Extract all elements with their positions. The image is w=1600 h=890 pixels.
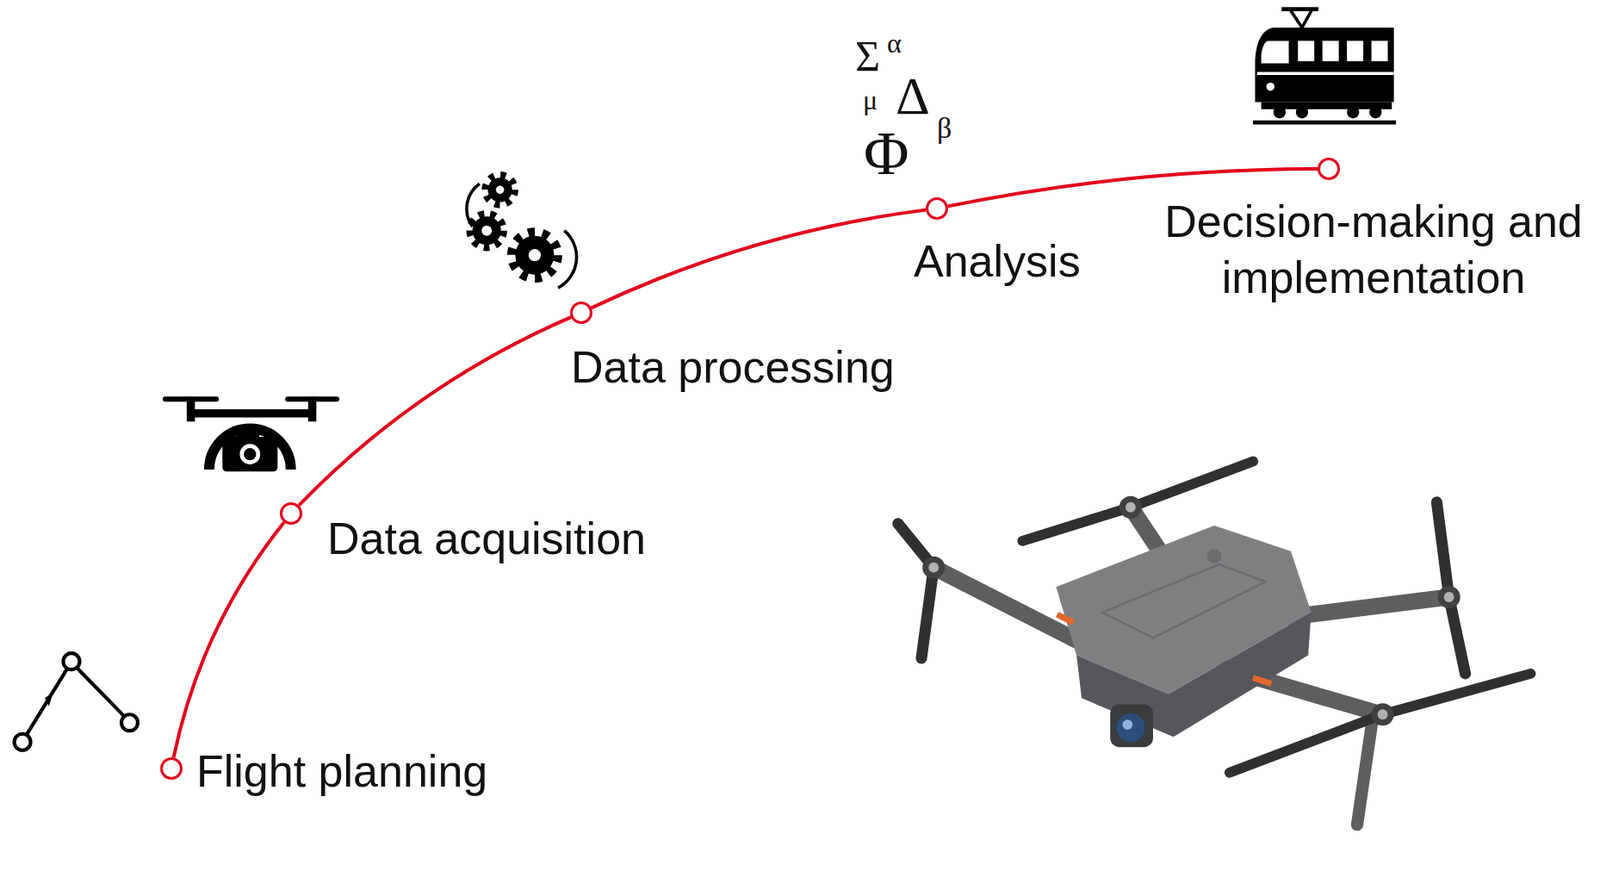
path-line	[76, 667, 125, 717]
path-arrowhead	[44, 691, 53, 707]
motion-arc	[558, 230, 577, 288]
gears-icon	[466, 175, 577, 288]
milestone-circle: Flight planning	[160, 756, 183, 780]
timeline-segment	[173, 521, 285, 757]
gear	[514, 235, 554, 275]
propeller-blade	[1022, 507, 1131, 541]
path-line	[26, 668, 68, 735]
power-button	[1207, 548, 1222, 564]
gear-teeth	[485, 175, 515, 205]
motion-arc	[466, 183, 480, 227]
lens-highlight	[1122, 719, 1133, 730]
pantograph	[1289, 9, 1303, 28]
gear	[472, 216, 502, 245]
train-stripe	[1257, 72, 1395, 76]
step-label: Decision-making and implementation	[1153, 193, 1594, 306]
train-light	[1266, 82, 1275, 91]
gimbal-arc	[209, 428, 292, 470]
train-window	[1322, 40, 1340, 62]
milestone-circle: Data acquisition	[279, 502, 303, 525]
propeller-blade	[1382, 673, 1532, 714]
gear-hole	[528, 248, 541, 261]
camera-lens	[1116, 713, 1145, 742]
flight-path-icon	[14, 652, 138, 751]
train-window	[1297, 40, 1315, 62]
camera-lens	[239, 443, 261, 465]
camera-body	[222, 436, 278, 472]
motor-hub	[1444, 591, 1455, 602]
train-icon	[1252, 9, 1396, 123]
train-wheel	[1369, 105, 1382, 118]
propeller-blade	[1130, 460, 1253, 507]
rail	[1252, 120, 1396, 125]
math-symbol: Δ	[895, 68, 931, 123]
math-symbol: Σ	[855, 34, 881, 78]
pantograph	[1302, 9, 1313, 28]
gear-teeth	[470, 214, 503, 248]
gear-hole	[481, 225, 492, 236]
train-wheel	[1273, 105, 1286, 118]
waypoint	[62, 652, 80, 670]
timeline-segment	[298, 316, 571, 506]
motor	[922, 556, 945, 579]
train-window	[1261, 40, 1290, 63]
train-wheel	[1296, 105, 1309, 118]
drone-illustration	[898, 460, 1532, 825]
propeller-blade	[921, 567, 934, 658]
milestone-circle: Data processing	[570, 301, 593, 324]
waypoint	[121, 713, 138, 731]
timeline-segment	[591, 210, 926, 309]
motor	[1371, 702, 1395, 726]
train-window	[1371, 40, 1389, 62]
motor-hub	[1125, 502, 1136, 513]
step-label: Analysis	[913, 234, 1081, 288]
train-wheel	[1346, 105, 1359, 118]
camera-gimbal	[1110, 703, 1154, 747]
motor-hub	[928, 562, 939, 573]
waypoint	[14, 733, 32, 751]
battery-panel	[1102, 564, 1266, 638]
motor-hub	[1377, 708, 1389, 720]
propeller-blade	[1229, 713, 1383, 773]
train-body	[1254, 27, 1394, 102]
math-symbol: Φ	[863, 122, 910, 185]
arm	[188, 409, 316, 417]
drone-camera-icon	[165, 396, 337, 472]
step-label: Data processing	[570, 340, 895, 394]
math-symbol: α	[886, 29, 902, 57]
step-label: Flight planning	[196, 744, 488, 798]
motor	[1119, 496, 1142, 519]
train-window	[1346, 40, 1364, 62]
propeller-blade	[1436, 502, 1449, 597]
step-label: Data acquisition	[327, 511, 646, 565]
camera-lens	[243, 447, 256, 460]
math-symbol: μ	[862, 86, 878, 114]
milestone-circle: Analysis	[925, 197, 949, 220]
accent-stripe	[1057, 613, 1074, 622]
motor	[1438, 585, 1461, 608]
gear-hole	[496, 186, 504, 194]
math-symbol: β	[936, 113, 952, 143]
drone-leg	[1357, 719, 1373, 825]
gear-teeth	[512, 232, 558, 278]
gear	[487, 177, 512, 202]
accent-stripe	[1252, 677, 1272, 684]
propeller-blade	[1449, 596, 1466, 674]
milestone-circle: Decision-making and implementation	[1317, 157, 1340, 180]
